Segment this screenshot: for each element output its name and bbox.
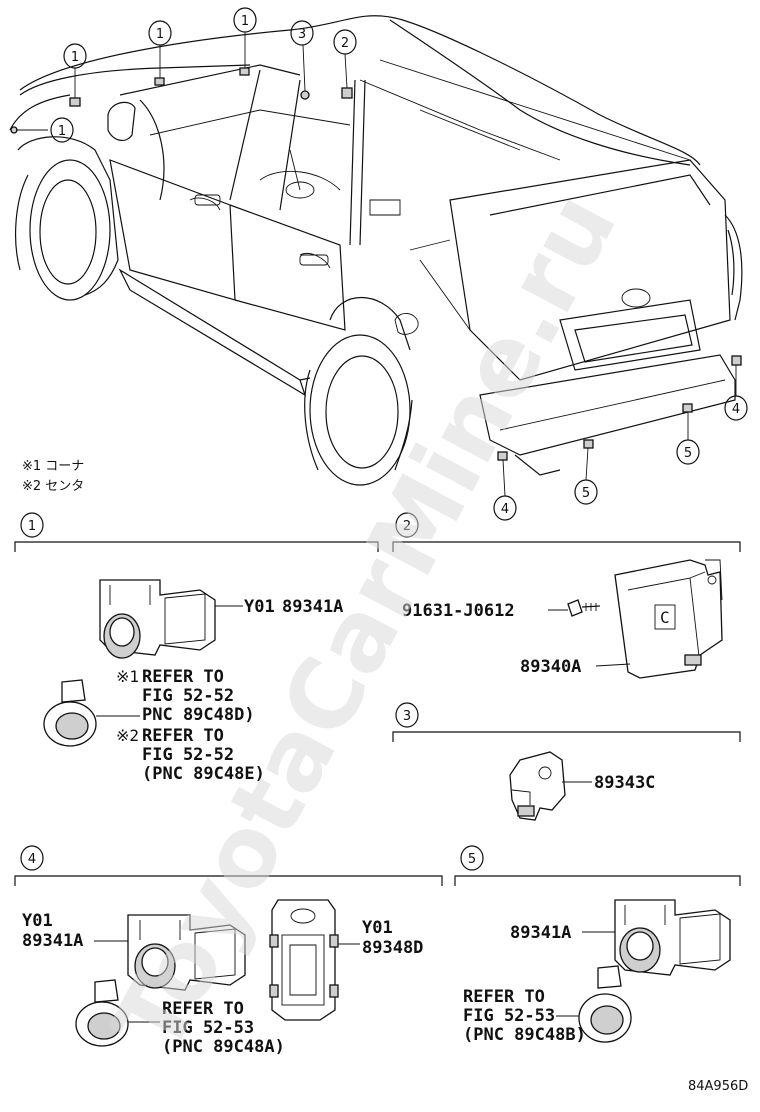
- s2-part-number: 89340A: [520, 657, 581, 677]
- s1-ref1-line2: FIG 52-52: [142, 686, 234, 706]
- callout-1a: 1: [71, 50, 79, 65]
- sensor-89341a-s5: [614, 899, 731, 976]
- diagram-code: 84A956D: [688, 1079, 748, 1094]
- s1-ref1-line3: PNC 89C48D): [142, 705, 255, 725]
- section-3: 3 89343C: [392, 702, 741, 821]
- section-2-number: 2: [403, 519, 411, 534]
- sensor-89343c: [509, 751, 566, 821]
- callout-2: 2: [341, 36, 349, 51]
- bezel-ring-s4: [75, 979, 129, 1047]
- bezel-ring-s1: [43, 679, 97, 747]
- sensor-89341a-s4: [127, 914, 246, 991]
- s1-ref2-mark: ※2: [116, 726, 139, 745]
- callout-5a: 5: [582, 486, 590, 501]
- s4-retainer-number: 89348D: [362, 938, 423, 958]
- s4-sensor-number: 89341A: [22, 931, 83, 951]
- s5-ref-line2: FIG 52-53: [463, 1006, 555, 1026]
- retainer-89348d: [269, 899, 339, 1021]
- note-center: ※2 センタ: [22, 479, 84, 494]
- vehicle-callouts: 1 1 1 1 3 2 4 4 5 5: [16, 7, 748, 521]
- callout-5b: 5: [684, 446, 692, 461]
- callout-4a: 4: [732, 402, 740, 417]
- s1-ref2-line3: (PNC 89C48E): [142, 764, 265, 784]
- s1-ref2-line1: REFER TO: [142, 726, 224, 746]
- s4-ref-line2: FIG 52-53: [162, 1018, 254, 1038]
- s4-retainer-code: Y01: [362, 918, 393, 938]
- s1-ref1-mark: ※1: [116, 667, 139, 686]
- s3-part-number: 89343C: [594, 773, 655, 793]
- section-4-number: 4: [28, 852, 36, 867]
- vehicle-illustration: [9, 15, 743, 486]
- callout-3: 3: [298, 27, 306, 42]
- callout-1b: 1: [156, 27, 164, 42]
- s5-part-number: 89341A: [510, 923, 571, 943]
- section-2: 2 C 91631-J0612 89340A: [392, 512, 741, 679]
- s4-ref-line3: (PNC 89C48A): [162, 1037, 285, 1057]
- section-1-number: 1: [28, 519, 36, 534]
- s5-ref-line3: (PNC 89C48B): [463, 1025, 586, 1045]
- s1-ref2-line2: FIG 52-52: [142, 745, 234, 765]
- s5-ref-line1: REFER TO: [463, 987, 545, 1007]
- s2-bolt-number: 91631-J0612: [402, 601, 515, 621]
- section-1: 1 Y01 89341A ※1 REFER TO FIG 52-52 PNC 8…: [14, 512, 379, 784]
- sensor-89341a-s1: [99, 579, 216, 659]
- section-5: 5 89341A REFER TO FIG 52-53 (PNC 89C48B): [454, 845, 741, 1045]
- section-5-number: 5: [468, 852, 476, 867]
- callout-4b: 4: [501, 502, 509, 517]
- callout-1c: 1: [241, 14, 249, 29]
- s1-part-code: Y01: [244, 597, 275, 617]
- section-3-number: 3: [403, 709, 411, 724]
- svg-text:C: C: [660, 608, 670, 627]
- s4-ref-line1: REFER TO: [162, 999, 244, 1019]
- section-4: 4 Y01 89341A REFER TO FIG 52-53 (PNC 89C…: [14, 845, 443, 1057]
- note-corner: ※1 コーナ: [22, 459, 84, 474]
- parking-assist-ecu: C: [614, 559, 723, 679]
- s1-ref1-line1: REFER TO: [142, 667, 224, 687]
- s1-part-number: 89341A: [282, 597, 343, 617]
- callout-1d: 1: [58, 124, 66, 139]
- bolt: [567, 599, 601, 617]
- bezel-ring-s5: [578, 965, 632, 1043]
- s4-sensor-code: Y01: [22, 911, 53, 931]
